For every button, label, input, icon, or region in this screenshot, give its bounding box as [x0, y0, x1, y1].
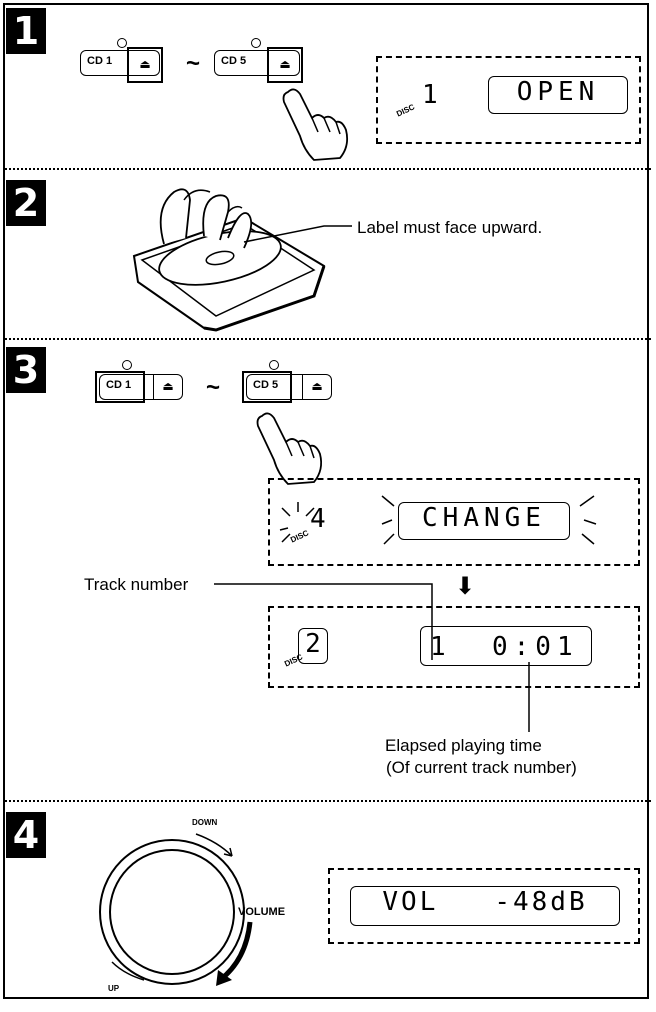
cd5-button-label: CD 5	[253, 379, 279, 391]
label-note: Label must face upward.	[357, 218, 543, 237]
step-number-4: 4	[6, 812, 46, 858]
range-tilde: ~	[206, 374, 221, 401]
elapsed-time-callout-line	[528, 662, 530, 732]
cd1-button-label: CD 1	[106, 379, 132, 391]
cd5-button-label: CD 5	[221, 55, 247, 67]
cd1-button[interactable]: CD 1 ⏏	[95, 371, 183, 403]
volume-down-label: DOWN	[192, 818, 218, 827]
cd5-indicator-led	[251, 38, 261, 48]
cd1-eject-button[interactable]: ⏏	[153, 374, 182, 400]
section-divider	[5, 168, 651, 170]
elapsed-time-sublabel: (Of current track number)	[386, 758, 577, 777]
cd5-eject-button[interactable]: ⏏	[302, 374, 331, 400]
cd1-indicator-led	[117, 38, 127, 48]
disc-number-readout: 2	[298, 628, 328, 664]
range-tilde: ~	[186, 50, 201, 77]
disc-number-readout: 1	[422, 80, 438, 110]
disc-icon: DISC	[394, 102, 417, 119]
cd1-eject-button[interactable]: ⏏	[127, 47, 163, 83]
elapsed-time-readout: 0:01	[492, 632, 579, 662]
cd5-button[interactable]: CD 5 ⏏	[214, 47, 303, 83]
cd5-indicator-led	[269, 360, 279, 370]
cd5-button[interactable]: CD 5 ⏏	[242, 371, 332, 403]
cd1-indicator-led	[122, 360, 132, 370]
cd1-button[interactable]: CD 1 ⏏	[80, 47, 163, 83]
pressing-hand-icon	[282, 88, 349, 161]
pressing-hand-icon	[256, 412, 323, 485]
cd1-button-highlight	[95, 371, 145, 403]
elapsed-time-label: Elapsed playing time	[385, 736, 542, 755]
section-divider	[5, 338, 651, 340]
volume-label: VOLUME	[238, 906, 286, 918]
step3-play-display-panel: DISC 2 1 0:01	[268, 606, 640, 688]
track-number-label: Track number	[84, 575, 189, 594]
status-readout: CHANGE	[398, 502, 570, 540]
status-readout: OPEN	[488, 76, 628, 114]
step-number-1: 1	[6, 8, 46, 54]
step3-change-display-panel: DISC 4 CHANGE	[268, 478, 640, 566]
disc-tray-illustration	[132, 188, 326, 332]
instruction-frame	[3, 3, 649, 999]
volume-up-label: UP	[108, 984, 120, 993]
disc-number-readout: 4	[310, 504, 326, 534]
play-readout-box	[420, 626, 592, 666]
cd1-button-label: CD 1	[87, 55, 113, 67]
cd5-button-highlight	[242, 371, 292, 403]
step-number-2: 2	[6, 180, 46, 226]
track-readout: 1	[430, 632, 446, 662]
step-number-3: 3	[6, 347, 46, 393]
blinking-marks	[381, 495, 597, 545]
track-number-callout-line	[214, 583, 433, 660]
blinking-disc-icon	[279, 502, 315, 543]
volume-readout: VOL -48dB	[350, 886, 620, 926]
cd5-eject-button[interactable]: ⏏	[267, 47, 303, 83]
step4-display-panel: VOL -48dB	[328, 868, 640, 944]
volume-knob[interactable]	[82, 812, 302, 1012]
step1-display-panel: DISC 1 OPEN	[376, 56, 641, 144]
label-callout-line	[243, 225, 352, 243]
section-divider	[5, 800, 651, 802]
down-arrow-icon: ⬇	[455, 573, 476, 600]
